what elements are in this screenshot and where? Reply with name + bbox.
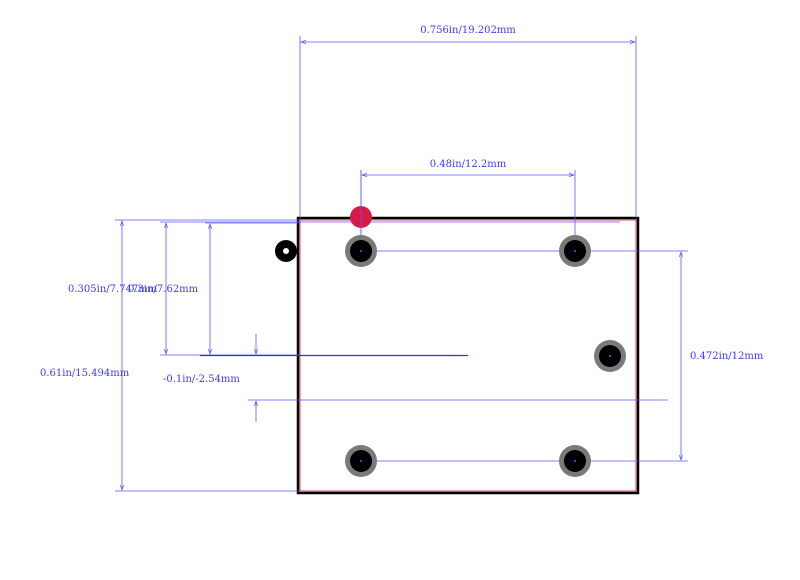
pad-pitch-y-dimension: 0.472in/12mm — [361, 250, 764, 462]
pad-middle-right — [594, 340, 626, 372]
center-offset-label: -0.1in/-2.54mm — [163, 374, 240, 385]
center-offset-dimension: -0.1in/-2.54mm — [163, 334, 668, 422]
orientation-dot — [275, 240, 297, 262]
body-height-dimension: 0.61in/15.494mm — [40, 219, 300, 492]
pad-bottom-right — [559, 445, 591, 477]
overall-width-label: 0.756in/19.202mm — [420, 25, 516, 36]
pin1-marker — [350, 170, 372, 235]
pad-top-right — [559, 235, 591, 267]
pad-pitch-x-dimension: 0.48in/12.2mm — [360, 159, 576, 250]
pad-bottom-left — [345, 445, 377, 477]
pad-top-left — [345, 235, 377, 267]
pin1-to-center-a-label: 0.305in/7.747mm — [68, 284, 158, 295]
pad-pitch-x-label: 0.48in/12.2mm — [430, 159, 507, 170]
overall-width-dimension: 0.756in/19.202mm — [299, 25, 637, 218]
pin1-to-center-dimension-b: 0.3in/7.62mm — [128, 222, 298, 354]
body-height-label: 0.61in/15.494mm — [40, 368, 130, 379]
pin1-to-center-b-label: 0.3in/7.62mm — [128, 284, 199, 295]
pad-pitch-y-label: 0.472in/12mm — [690, 351, 764, 362]
